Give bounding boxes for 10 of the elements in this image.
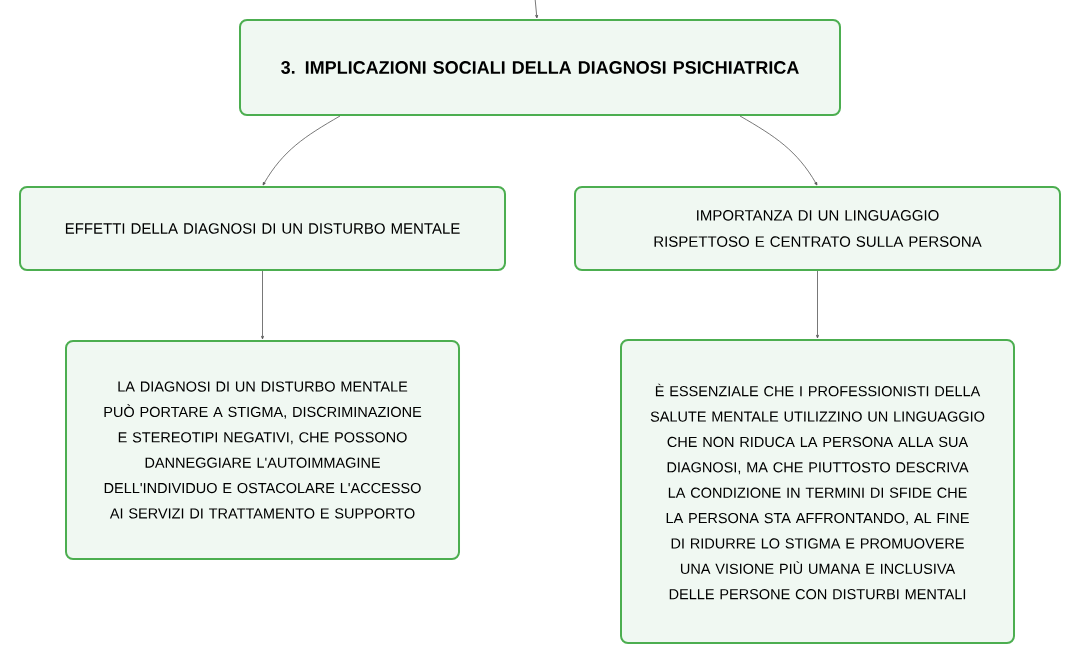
title-box: 3. IMPLICAZIONI SOCIALI DELLA DIAGNOSI PSICHIATRICA [239, 19, 841, 116]
topic-box: EFFETTI DELLA DIAGNOSI DI UN DISTURBO MENTALE [19, 186, 506, 271]
text-box: LA DIAGNOSI DI UN DISTURBO MENTALE PUÒ PORTARE A STIGMA, DISCRIMINAZIONE E STEREOTIPI NEGATIVI, CHE POSSONO DANNEGGIARE L'AUTOIMMAGINE DELL'INDIVIDUO E OSTACOLARE L'ACCESSO AI SERVIZI DI TRATTAMENTO E SUPPORTO [65, 340, 460, 560]
arrow [261, 270, 264, 340]
text-box: È ESSENZIALE CHE I PROFESSIONISTI DELLA SALUTE MENTALE UTILIZZINO UN LINGUAGGIO CHE NON RIDUCA LA PERSONA ALLA SUA DIAGNOSI, MA CHE PIUTTOSTO DESCRIVA LA CONDIZIONE IN TERMINI DI SFIDE CHE LA PERSONA STA AFFRONTANDO, AL FINE DI RIDURRE LO STIGMA E PROMUOVERE UNA VISIONE PIÙ UMANA E INCLUSIVA DELLE PERSONE CON DISTURBI MENTALI [620, 339, 1015, 644]
arrow [739, 115, 818, 186]
arrow [816, 270, 819, 339]
arrow [534, 0, 539, 19]
topic-box: IMPORTANZA DI UN LINGUAGGIO RISPETTOSO E CENTRATO SULLA PERSONA [574, 186, 1061, 271]
arrow [262, 115, 341, 186]
